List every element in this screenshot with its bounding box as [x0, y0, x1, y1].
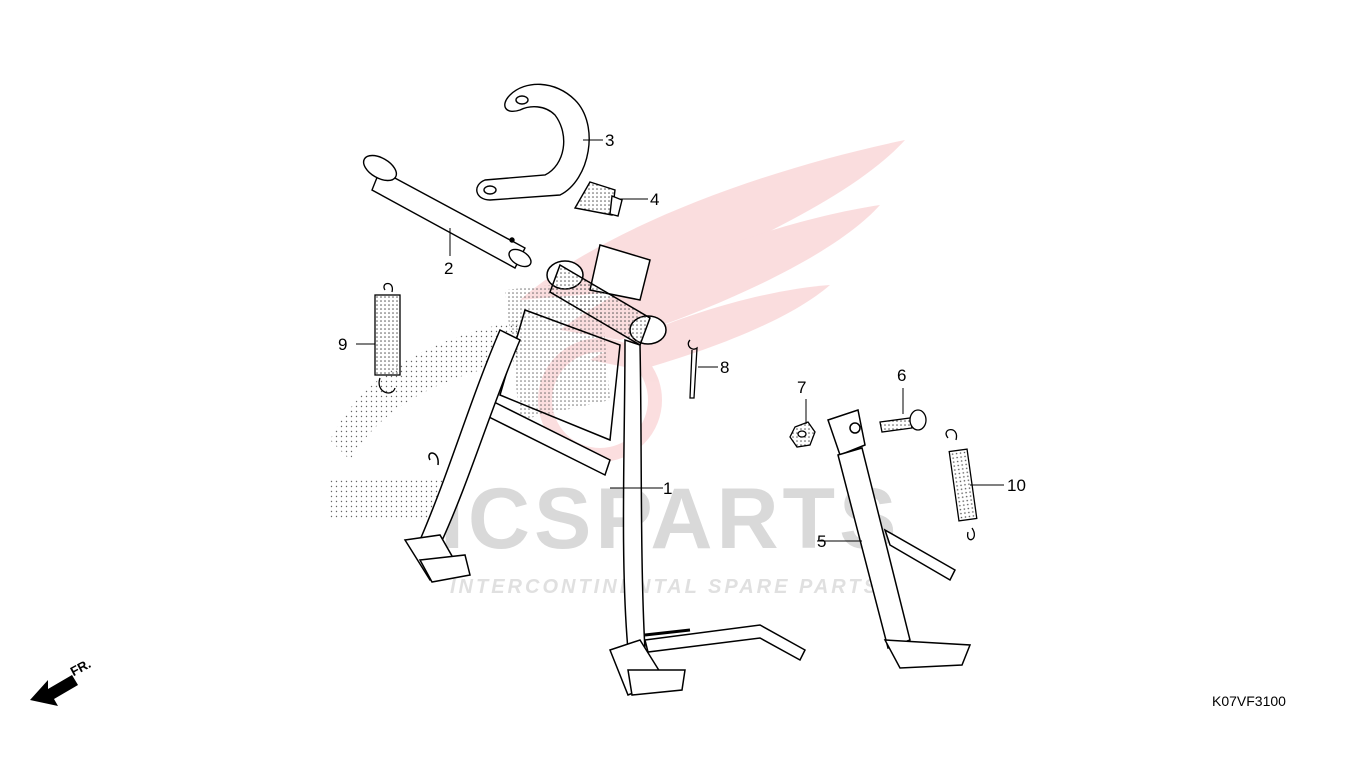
callout-2: 2	[444, 259, 454, 278]
callout-6: 6	[897, 366, 907, 385]
callout-8: 8	[720, 358, 730, 377]
watermark-tagline: INTERCONTINENTAL SPARE PARTS	[450, 576, 880, 598]
callout-5: 5	[817, 532, 827, 551]
callout-4: 4	[650, 190, 660, 209]
part-side-stand-spring	[945, 428, 978, 541]
part-main-stand	[403, 244, 806, 696]
part-rubber-stopper	[573, 181, 623, 217]
callout-9: 9	[338, 335, 348, 354]
part-pivot-shaft	[362, 154, 532, 269]
diagram-code: K07VF3100	[1212, 693, 1286, 709]
part-side-stand	[827, 409, 972, 669]
part-main-stand-spring	[374, 282, 401, 394]
part-bracket-arm	[476, 83, 590, 201]
callout-7: 7	[797, 378, 807, 397]
callout-10: 10	[1007, 476, 1026, 495]
part-cotter-pin	[687, 339, 698, 399]
leader-lines	[356, 139, 1004, 542]
watermark-dot-shapes	[330, 280, 610, 518]
part-nut	[789, 421, 816, 448]
callout-3: 3	[605, 131, 615, 150]
watermark-text: ICSPARTS INTERCONTINENTAL SPARE PARTS	[440, 471, 900, 598]
front-arrow-icon	[30, 675, 78, 706]
part-bolt	[879, 409, 927, 433]
callout-1: 1	[663, 479, 673, 498]
watermark-brand: ICSPARTS	[440, 471, 900, 567]
